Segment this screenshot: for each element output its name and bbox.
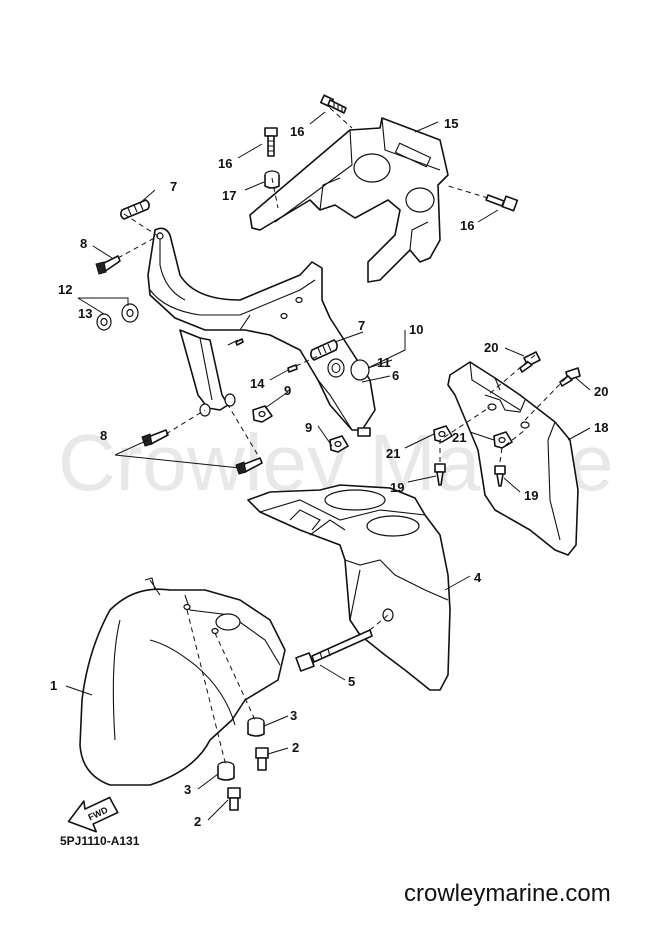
website-footer: crowleymarine.com xyxy=(404,880,611,907)
part-5-bolt xyxy=(295,629,373,672)
callout-2-right: 2 xyxy=(292,740,299,755)
part-7-grommet-top xyxy=(120,199,150,220)
part-6-cover xyxy=(147,227,376,437)
part-1-fender xyxy=(79,577,286,786)
callout-19-right: 19 xyxy=(524,488,538,503)
part-9-nut-lower xyxy=(329,435,349,453)
callout-16-mid: 16 xyxy=(218,156,232,171)
part-15-bracket xyxy=(249,117,449,283)
part-17-collar xyxy=(264,170,280,189)
part-3-collar-right xyxy=(247,717,265,737)
callout-8-top: 8 xyxy=(80,236,87,251)
callout-5: 5 xyxy=(348,674,355,689)
part-9-nut-upper xyxy=(252,405,273,423)
callout-6: 6 xyxy=(392,368,399,383)
callout-4: 4 xyxy=(474,570,482,585)
callout-21-right: 21 xyxy=(452,430,466,445)
callout-15: 15 xyxy=(444,116,458,131)
part-4-undercover xyxy=(247,484,451,691)
guide-lines xyxy=(117,107,567,767)
callout-labels: 7 8 12 13 7 10 11 6 14 9 9 8 15 16 16 17… xyxy=(50,116,608,829)
callout-9-lower: 9 xyxy=(305,420,312,435)
callout-12: 12 xyxy=(58,282,72,297)
callout-19-left: 19 xyxy=(390,480,404,495)
callout-14: 14 xyxy=(250,376,265,391)
callout-9-upper: 9 xyxy=(284,383,291,398)
callout-13: 13 xyxy=(78,306,92,321)
callout-16-right: 16 xyxy=(460,218,474,233)
part-8-screw-top xyxy=(95,255,121,275)
part-10-cap xyxy=(327,358,345,378)
callout-2-left: 2 xyxy=(194,814,201,829)
part-16-bolt-right xyxy=(485,194,519,212)
part-12-clip xyxy=(121,303,139,323)
fwd-arrow-icon: FWD xyxy=(67,796,119,833)
part-2-bolt-left xyxy=(227,787,241,811)
callout-7-mid: 7 xyxy=(358,318,365,333)
part-20-screw-right xyxy=(559,367,581,387)
callout-17: 17 xyxy=(222,188,236,203)
part-14-screw xyxy=(227,338,298,373)
part-19-screw-left xyxy=(434,463,446,486)
part-8-screw-low xyxy=(235,457,263,475)
part-13-cap xyxy=(96,313,112,331)
part-16-bolt-mid xyxy=(264,127,278,157)
diagram-reference-code: 5PJ1110-A131 xyxy=(60,834,140,848)
callout-3-right: 3 xyxy=(290,708,297,723)
callout-20-right: 20 xyxy=(594,384,608,399)
callout-18: 18 xyxy=(594,420,608,435)
callout-8-lower: 8 xyxy=(100,428,107,443)
callout-1: 1 xyxy=(50,678,57,693)
callout-20-left: 20 xyxy=(484,340,498,355)
part-19-screw-right xyxy=(494,465,506,487)
part-21-nut-left xyxy=(433,425,453,443)
part-16-bolt-top xyxy=(319,94,347,114)
part-7-grommet-mid xyxy=(310,339,338,361)
callout-21-left: 21 xyxy=(386,446,400,461)
callout-11: 11 xyxy=(377,355,391,370)
leader-lines xyxy=(65,111,591,821)
part-3-collar-left xyxy=(217,761,235,781)
part-20-screw-left xyxy=(519,351,541,373)
callout-3-left: 3 xyxy=(184,782,191,797)
part-2-bolt-right xyxy=(255,747,269,771)
callout-16-top: 16 xyxy=(290,124,304,139)
part-11-cap xyxy=(350,359,370,381)
callout-7-top: 7 xyxy=(170,179,177,194)
callout-10: 10 xyxy=(409,322,423,337)
